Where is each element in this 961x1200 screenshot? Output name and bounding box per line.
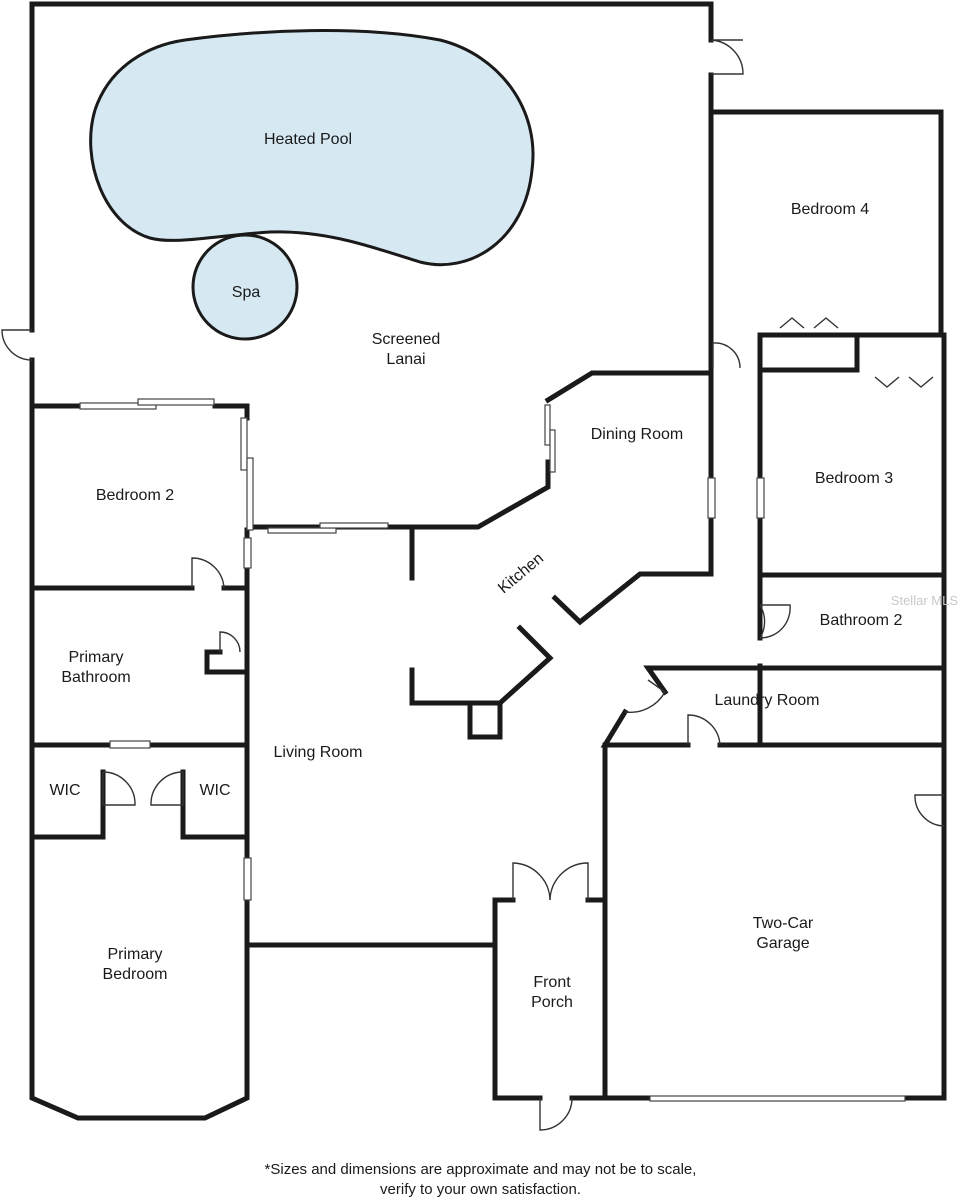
label-primary-bedroom-1: Primary [107,946,162,963]
label-front-porch-2: Porch [531,994,573,1011]
label-wic-right: WIC [199,782,230,799]
disclaimer: *Sizes and dimensions are approximate an… [0,1160,961,1200]
label-screened-lanai-1: Screened [372,331,441,348]
label-spa: Spa [232,284,261,301]
spa-shape [191,233,299,341]
label-primary-bedroom-2: Bedroom [103,966,168,983]
label-living-room: Living Room [274,744,363,761]
label-garage-1: Two-Car [753,915,814,932]
label-laundry-room: Laundry Room [715,692,820,709]
walls [29,1,947,1121]
doors [1,39,945,1131]
watermark: Stellar MLS [891,593,959,608]
label-primary-bathroom-2: Bathroom [61,669,130,686]
room-labels: Heated Pool Spa Screened Lanai Bedroom 4… [49,131,902,1011]
label-heated-pool: Heated Pool [264,131,352,148]
label-bathroom-2: Bathroom 2 [820,612,903,629]
disclaimer-line-2: verify to your own satisfaction. [380,1181,581,1198]
windows [79,398,906,1102]
label-screened-lanai-2: Lanai [386,351,425,368]
floor-plan: Heated Pool Spa Screened Lanai Bedroom 4… [1,1,959,1131]
label-wic-left: WIC [49,782,80,799]
disclaimer-line-1: *Sizes and dimensions are approximate an… [264,1161,697,1178]
pool-shape [89,29,535,267]
label-bedroom-2: Bedroom 2 [96,487,174,504]
label-primary-bathroom-1: Primary [68,649,123,666]
label-dining-room: Dining Room [591,426,683,443]
label-bedroom-3: Bedroom 3 [815,470,893,487]
label-front-porch-1: Front [533,974,571,991]
label-garage-2: Garage [756,935,809,952]
label-kitchen: Kitchen [495,550,547,597]
label-bedroom-4: Bedroom 4 [791,201,869,218]
